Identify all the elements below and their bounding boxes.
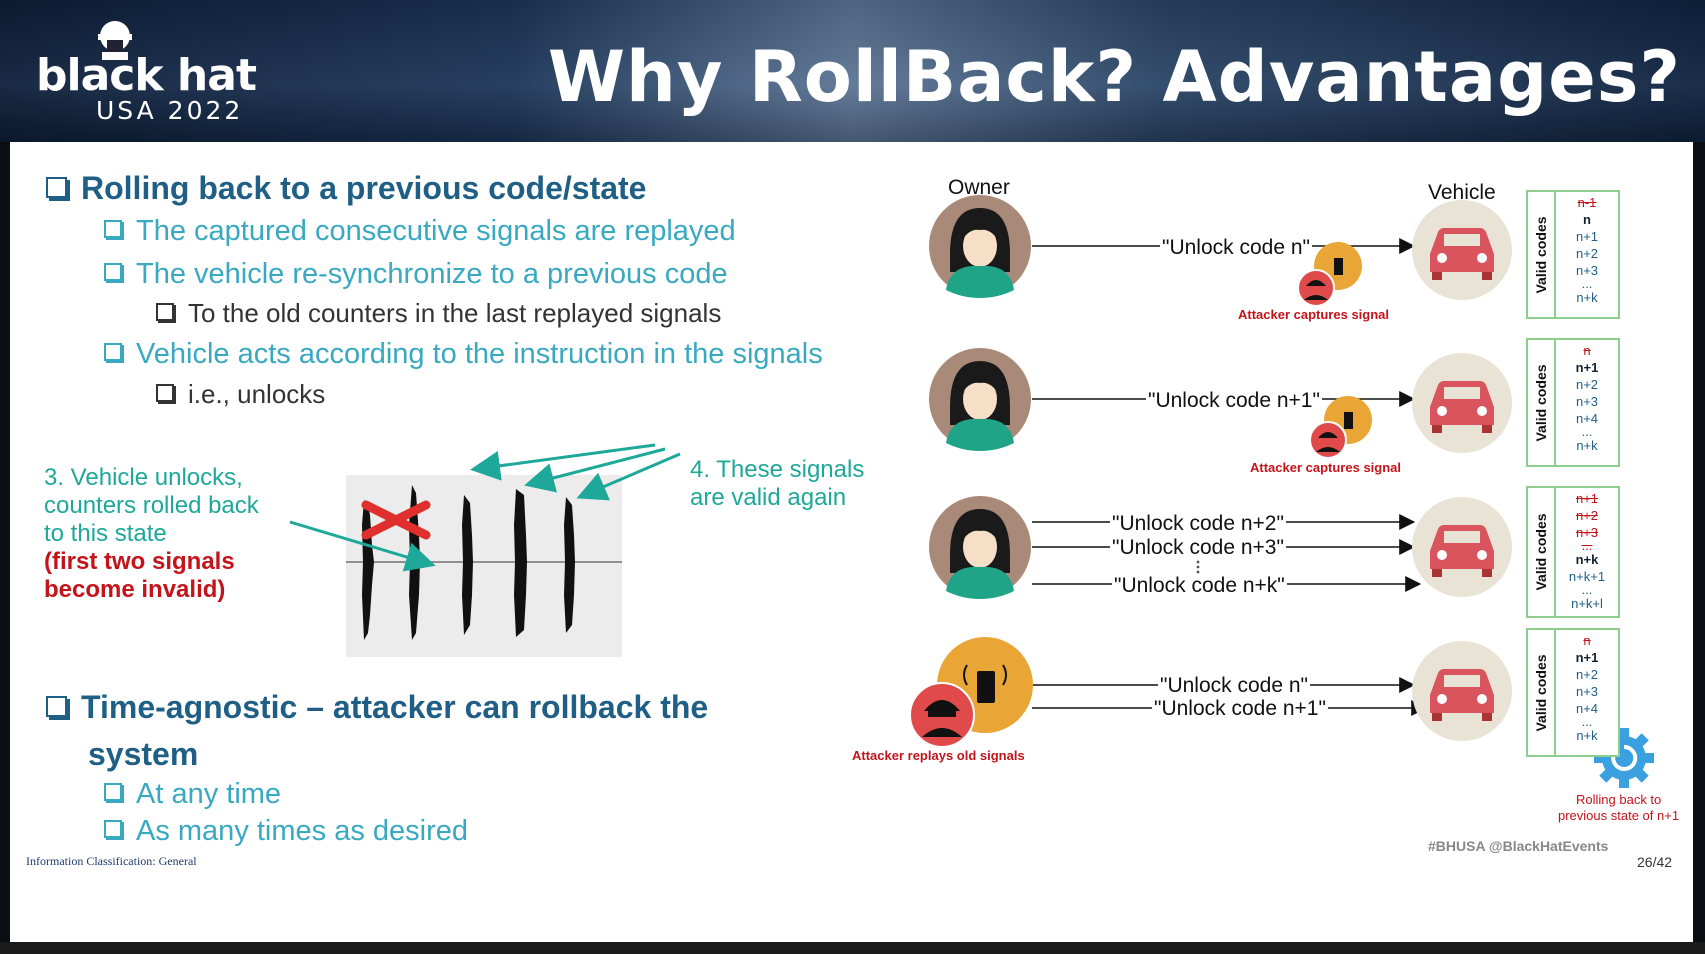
bullet-time-agnostic-cont: system xyxy=(88,736,199,772)
bullet-time-agnostic: Time-agnostic – attacker can rollback th… xyxy=(46,689,708,726)
msg-row2: "Unlock code n+1" xyxy=(1146,389,1322,413)
rollback-diagram xyxy=(909,195,1654,788)
owner-avatar-icon xyxy=(929,195,1031,298)
checkbox-bullet-icon xyxy=(104,343,122,362)
msg-row4-b: "Unlock code n+1" xyxy=(1152,697,1328,721)
msg-row3-b: "Unlock code n+3" xyxy=(1110,536,1286,560)
bullet-resynchronize: The vehicle re-synchronize to a previous… xyxy=(104,258,728,291)
bullet-many-times: As many times as desired xyxy=(104,815,468,848)
msg-row3-c: "Unlock code n+k" xyxy=(1112,574,1287,598)
owner-label: Owner xyxy=(948,176,1010,199)
checkbox-bullet-icon xyxy=(104,783,122,802)
slide-title: Why RollBack? Advantages? xyxy=(547,36,1681,118)
classification-label: Information Classification: General xyxy=(26,854,197,868)
caption-row1: Attacker captures signal xyxy=(1238,307,1390,322)
blackhat-logo-icon xyxy=(98,21,132,60)
attacker-avatar-icon xyxy=(1297,269,1335,307)
caption-row2: Attacker captures signal xyxy=(1250,460,1402,475)
slide-header: black hat USA 2022 Why RollBack? Advanta… xyxy=(0,0,1705,142)
cross-mark-icon xyxy=(361,500,431,540)
msg-row4-a: "Unlock code n" xyxy=(1158,674,1310,698)
annotation-vehicle-unlocks: 3. Vehicle unlocks, counters rolled back… xyxy=(44,464,259,603)
bullet-old-counters: To the old counters in the last replayed… xyxy=(156,298,721,329)
checkbox-bullet-icon xyxy=(156,384,174,403)
rollback-caption: Rolling back to xyxy=(1576,792,1662,807)
vehicle-label: Vehicle xyxy=(1428,181,1496,204)
valid-codes-box-3: Valid codes n+1 n+2 n+3 ... n+k n+k+1 ..… xyxy=(1526,486,1620,618)
bullet-vehicle-acts: Vehicle acts according to the instructio… xyxy=(104,338,823,371)
vertical-ellipsis-icon xyxy=(1196,560,1200,574)
bullet-signals-replayed: The captured consecutive signals are rep… xyxy=(104,215,736,248)
checkbox-bullet-icon xyxy=(156,303,174,322)
rollback-caption-2: previous state of n+1 xyxy=(1558,808,1680,823)
checkbox-bullet-icon xyxy=(104,820,122,839)
msg-row3-a: "Unlock code n+2" xyxy=(1110,512,1286,536)
checkbox-bullet-icon xyxy=(46,177,67,199)
valid-codes-box-4: Valid codes n n+1 n+2 n+3 n+4 ... n+k xyxy=(1526,628,1620,757)
checkbox-bullet-icon xyxy=(46,696,67,718)
checkbox-bullet-icon xyxy=(104,220,122,239)
car-icon xyxy=(1412,641,1512,741)
annotation-arrows xyxy=(289,443,681,572)
page-number: 26/42 xyxy=(1637,854,1673,870)
bullet-any-time: At any time xyxy=(104,778,281,811)
bottom-strip xyxy=(0,942,1705,954)
signal-waveform xyxy=(346,475,622,657)
attacker-avatar-icon xyxy=(1309,421,1347,459)
owner-avatar-icon xyxy=(929,496,1031,599)
event-tags: #BHUSA @BlackHatEvents xyxy=(1428,838,1609,854)
owner-avatar-icon xyxy=(929,348,1031,451)
attacker-avatar-icon xyxy=(909,682,975,748)
valid-codes-box-2: Valid codes n n+1 n+2 n+3 n+4 ... n+k xyxy=(1526,338,1620,467)
car-icon xyxy=(1412,497,1512,597)
bullet-unlocks: i.e., unlocks xyxy=(156,379,325,410)
logo-subtitle: USA 2022 xyxy=(96,96,244,125)
msg-row1: "Unlock code n" xyxy=(1160,236,1312,260)
caption-row4: Attacker replays old signals xyxy=(852,748,1025,763)
slide-body: Rolling back to a previous code/state Th… xyxy=(10,142,1693,942)
car-icon xyxy=(1412,353,1512,453)
valid-codes-box-1: Valid codes n-1 n n+1 n+2 n+3 ... n+k xyxy=(1526,190,1620,319)
logo-wordmark: black hat xyxy=(36,50,257,101)
annotation-signals-valid: 4. These signals are valid again xyxy=(690,456,865,511)
checkbox-bullet-icon xyxy=(104,263,122,282)
car-icon xyxy=(1412,200,1512,300)
bullet-rolling-back: Rolling back to a previous code/state xyxy=(46,170,646,207)
